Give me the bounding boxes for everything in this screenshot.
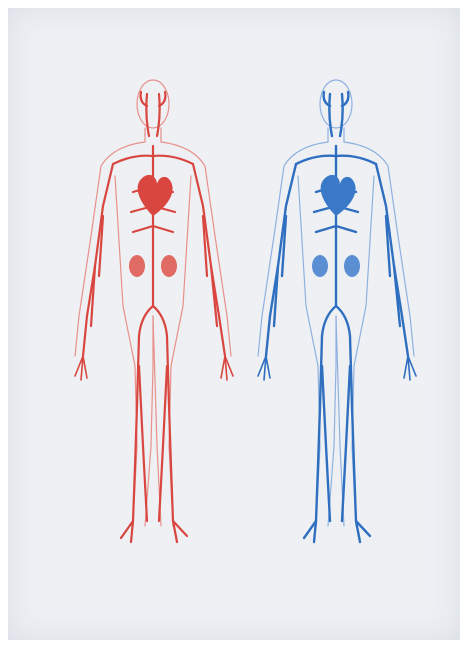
right-kidney-shape — [344, 255, 360, 277]
venous-vessels — [266, 92, 408, 542]
paper-sheet — [8, 8, 460, 640]
venous-system-figure — [236, 66, 436, 566]
arterial-system-drawing — [53, 66, 253, 566]
left-kidney-shape — [312, 255, 328, 277]
venous-system-drawing — [236, 66, 436, 566]
left-kidney-shape — [129, 255, 145, 277]
arterial-vessels — [83, 92, 225, 542]
right-kidney-shape — [161, 255, 177, 277]
arterial-system-figure — [53, 66, 253, 566]
